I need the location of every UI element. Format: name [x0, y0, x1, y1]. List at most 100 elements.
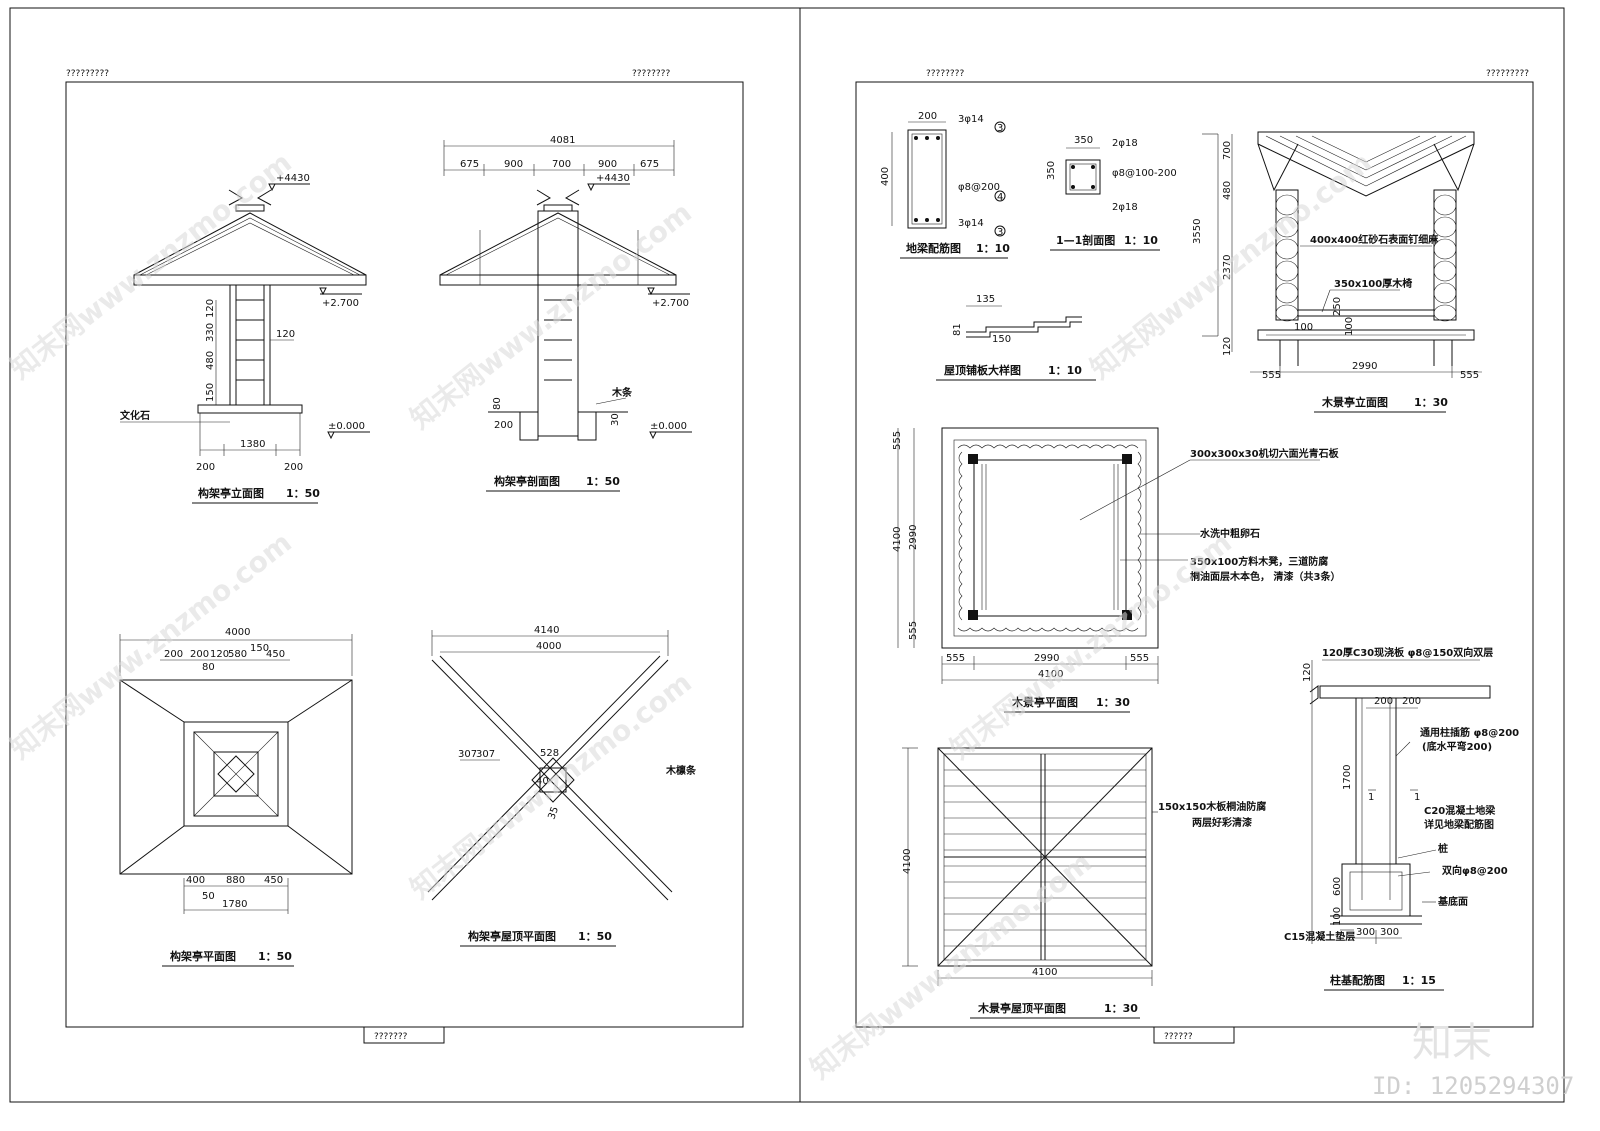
wood-elev-dim-100: 100	[1344, 317, 1355, 336]
section-dim-total: 4081	[550, 135, 575, 146]
wood-roof-note-1: 150x150木板桐油防腐	[1158, 800, 1266, 813]
footing-dim-100: 100	[1332, 907, 1343, 926]
section-dim-5: 675	[640, 159, 659, 170]
elev-stone-label: 文化石	[120, 409, 150, 422]
wood-plan-note-3a: 350x100方料木凳，三道防腐	[1190, 555, 1328, 568]
sec11-dim-w: 350	[1074, 135, 1093, 146]
sec11-scale: 1：10	[1124, 234, 1158, 247]
roof-plan-title: 构架亭屋顶平面图	[468, 929, 556, 943]
wood-elev-column-right	[1433, 189, 1457, 322]
elev-ground-label: ±0.000	[328, 421, 365, 432]
plan-dim-7: 80	[202, 662, 215, 673]
footing-beam-note: C20混凝土地梁	[1424, 804, 1496, 817]
footing-scale: 1：15	[1402, 974, 1436, 987]
section-dim-200: 200	[494, 420, 513, 431]
footing-dim-200a: 200	[1374, 696, 1393, 707]
elev-eave-label: +2.700	[322, 298, 359, 309]
board-dim-1: 135	[976, 294, 995, 305]
wood-roof-note-2: 两层好彩清漆	[1192, 816, 1252, 829]
roof-dim-2: 307	[476, 749, 495, 760]
plan-dim-2: 200	[190, 649, 209, 660]
left-header-left: ?????????	[66, 69, 109, 79]
wood-elev-dim-700: 700	[1222, 141, 1233, 160]
footing-dim-600: 600	[1332, 877, 1343, 896]
roof-dim-inner: 4000	[536, 641, 561, 652]
section-scale: 1：50	[586, 475, 620, 488]
elev-dim-2: 330	[205, 323, 216, 342]
wood-plan-note-1: 300x300x30机切六面光青石板	[1190, 447, 1340, 460]
footing-slab-note: 120厚C30现浇板 φ8@150双向双层	[1322, 646, 1493, 659]
footing-bars-note: 通用柱插筋 φ8@200	[1420, 726, 1519, 739]
watermark-text-1: 知末网www.znzmo.com	[4, 146, 298, 386]
plan-bdim-1: 400	[186, 875, 205, 886]
elevation-title: 构架亭立面图	[198, 486, 264, 500]
pavilion-elevation-view: +4430 +2.700 ±0.000 120 330 480 150 120 …	[120, 173, 370, 504]
wood-plan-title: 木景亭平面图	[1011, 695, 1078, 709]
wood-roof-title: 木景亭屋顶平面图	[977, 1001, 1066, 1015]
beam-rebar-detail: 200 400 3φ14 φ8@200 3φ14 3 4 3 地梁配筋图 1：1…	[880, 111, 1010, 259]
section-dim-2: 900	[504, 159, 523, 170]
elev-dim-5: 120	[276, 329, 295, 340]
watermark-id: ID: 1205294307	[1372, 1072, 1574, 1100]
roof-dim-4: 40	[536, 776, 549, 787]
section-elev-eave: +2.700	[652, 298, 689, 309]
wood-plan-hdim-2: 2990	[1034, 653, 1059, 664]
footing-dim-300a: 300	[1356, 927, 1375, 938]
footing-base-note: 基底面	[1437, 895, 1468, 908]
roof-dim-total: 4140	[534, 625, 559, 636]
left-footer: ???????	[374, 1032, 408, 1042]
footing-bars-note2: (底水平弯200)	[1422, 740, 1492, 753]
beam-mark-1: 3	[997, 123, 1003, 134]
wood-elev-hdim-2: 2990	[1352, 361, 1377, 372]
wood-elev-dim-100b: 100	[1294, 322, 1313, 333]
plan-dim-total: 4000	[225, 627, 250, 638]
board-dim-3: 150	[992, 334, 1011, 345]
board-dim-2: 81	[952, 323, 963, 336]
plan-dim-5: 150	[250, 643, 269, 654]
wood-elev-dim-250: 250	[1332, 297, 1343, 316]
plan-dim-1: 200	[164, 649, 183, 660]
section-dim-30: 30	[610, 413, 621, 426]
board-scale: 1：10	[1048, 364, 1082, 377]
wood-elev-column-left	[1275, 189, 1299, 322]
wood-elev-dim-120: 120	[1222, 337, 1233, 356]
board-title: 屋顶铺板大样图	[944, 363, 1021, 377]
footing-beam-note2: 详见地梁配筋图	[1424, 818, 1494, 831]
footing-dim-200b: 200	[1402, 696, 1421, 707]
section-dim-80: 80	[492, 397, 503, 410]
footing-dim-300b: 300	[1380, 927, 1399, 938]
plan-title: 构架亭平面图	[170, 949, 236, 963]
beam-mark-3: 3	[997, 227, 1003, 238]
wood-pavilion-roof-plan: 4100 4100 150x150木板桐油防腐 两层好彩清	[902, 747, 1266, 1019]
roof-dim-3: 528	[540, 748, 559, 759]
wood-roof-hdim: 4100	[1032, 967, 1057, 978]
section-elev-top: +4430	[596, 173, 630, 184]
wood-elev-title: 木景亭立面图	[1321, 395, 1388, 409]
section-dim-4: 900	[598, 159, 617, 170]
wood-plan-vdim-1: 555	[892, 431, 903, 450]
wood-plan-vdim-2: 4100	[892, 527, 903, 552]
section-dim-3: 700	[552, 159, 571, 170]
footing-cushion-note: C15混凝土垫层	[1284, 930, 1355, 943]
wood-plan-hdim-3: 555	[1130, 653, 1149, 664]
roof-dim-5: 35	[546, 805, 561, 821]
footing-title: 柱基配筋图	[1330, 973, 1385, 987]
beam-dim-h: 400	[880, 167, 891, 186]
beam-title: 地梁配筋图	[906, 241, 961, 255]
sec11-rebar-bot: 2φ18	[1112, 202, 1138, 213]
pavilion-roof-plan-view: 4140 4000 307 307 528 40 35 木檩条 构架亭屋顶平面图…	[427, 625, 697, 947]
plan-dim-4: 580	[228, 649, 247, 660]
wood-roof-scale: 1：30	[1104, 1002, 1138, 1015]
section-elev-ground: ±0.000	[650, 421, 687, 432]
watermark-text-2: 知末网www.znzmo.com	[404, 196, 698, 436]
watermark-logo: 知末	[1412, 1020, 1492, 1066]
watermark-text-5: 知末网www.znzmo.com	[944, 526, 1238, 766]
sec11-rebar-mid: φ8@100-200	[1112, 168, 1177, 179]
right-header-left: ????????	[926, 69, 964, 79]
wood-plan-note-2: 水洗中粗卵石	[1199, 527, 1260, 540]
elev-dim-7: 200	[196, 462, 215, 473]
wood-plan-scale: 1：30	[1096, 696, 1130, 709]
plan-bdim-3: 450	[264, 875, 283, 886]
plan-dim-3: 120	[210, 649, 229, 660]
